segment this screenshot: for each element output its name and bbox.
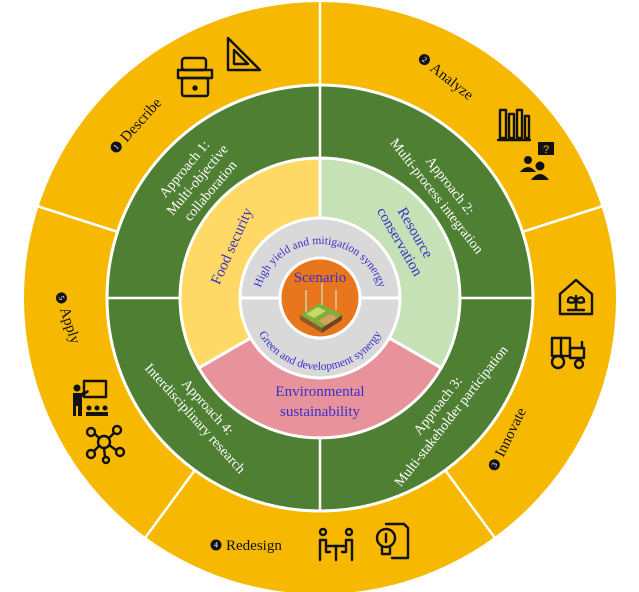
scenario-label: Scenario xyxy=(294,270,346,286)
tractor-icon xyxy=(550,336,586,370)
step-number: 3 xyxy=(489,461,499,469)
svg-text:?: ? xyxy=(543,144,549,156)
set-square-icon xyxy=(226,36,262,72)
step-redesign: 4 Redesign xyxy=(210,538,282,554)
step-number: 1 xyxy=(112,142,121,151)
network-icon xyxy=(85,424,126,465)
step-number-badge xyxy=(210,539,222,551)
step-number-badge xyxy=(110,141,122,153)
step-number-badge xyxy=(418,54,430,66)
step-label: Redesign xyxy=(226,538,282,554)
people-question-icon: ? xyxy=(520,142,554,180)
environment-line-2: sustainability xyxy=(280,404,360,420)
meeting-table-icon xyxy=(318,527,354,562)
presenter-icon xyxy=(73,379,108,416)
step-number-badge xyxy=(55,292,67,304)
step-number-badge xyxy=(488,459,500,471)
step-number: 5 xyxy=(57,295,67,302)
step-number: 4 xyxy=(214,541,218,550)
environment-line-1: Environmental xyxy=(275,384,364,400)
books-icon xyxy=(496,108,532,142)
lightbulb-document-icon xyxy=(375,522,410,560)
farm-scenario-icon xyxy=(300,283,342,333)
outer-ring-dividers xyxy=(36,0,604,539)
toolbox-icon xyxy=(176,56,214,98)
greenhouse-plant-icon xyxy=(558,278,594,316)
step-number: 2 xyxy=(420,55,429,65)
